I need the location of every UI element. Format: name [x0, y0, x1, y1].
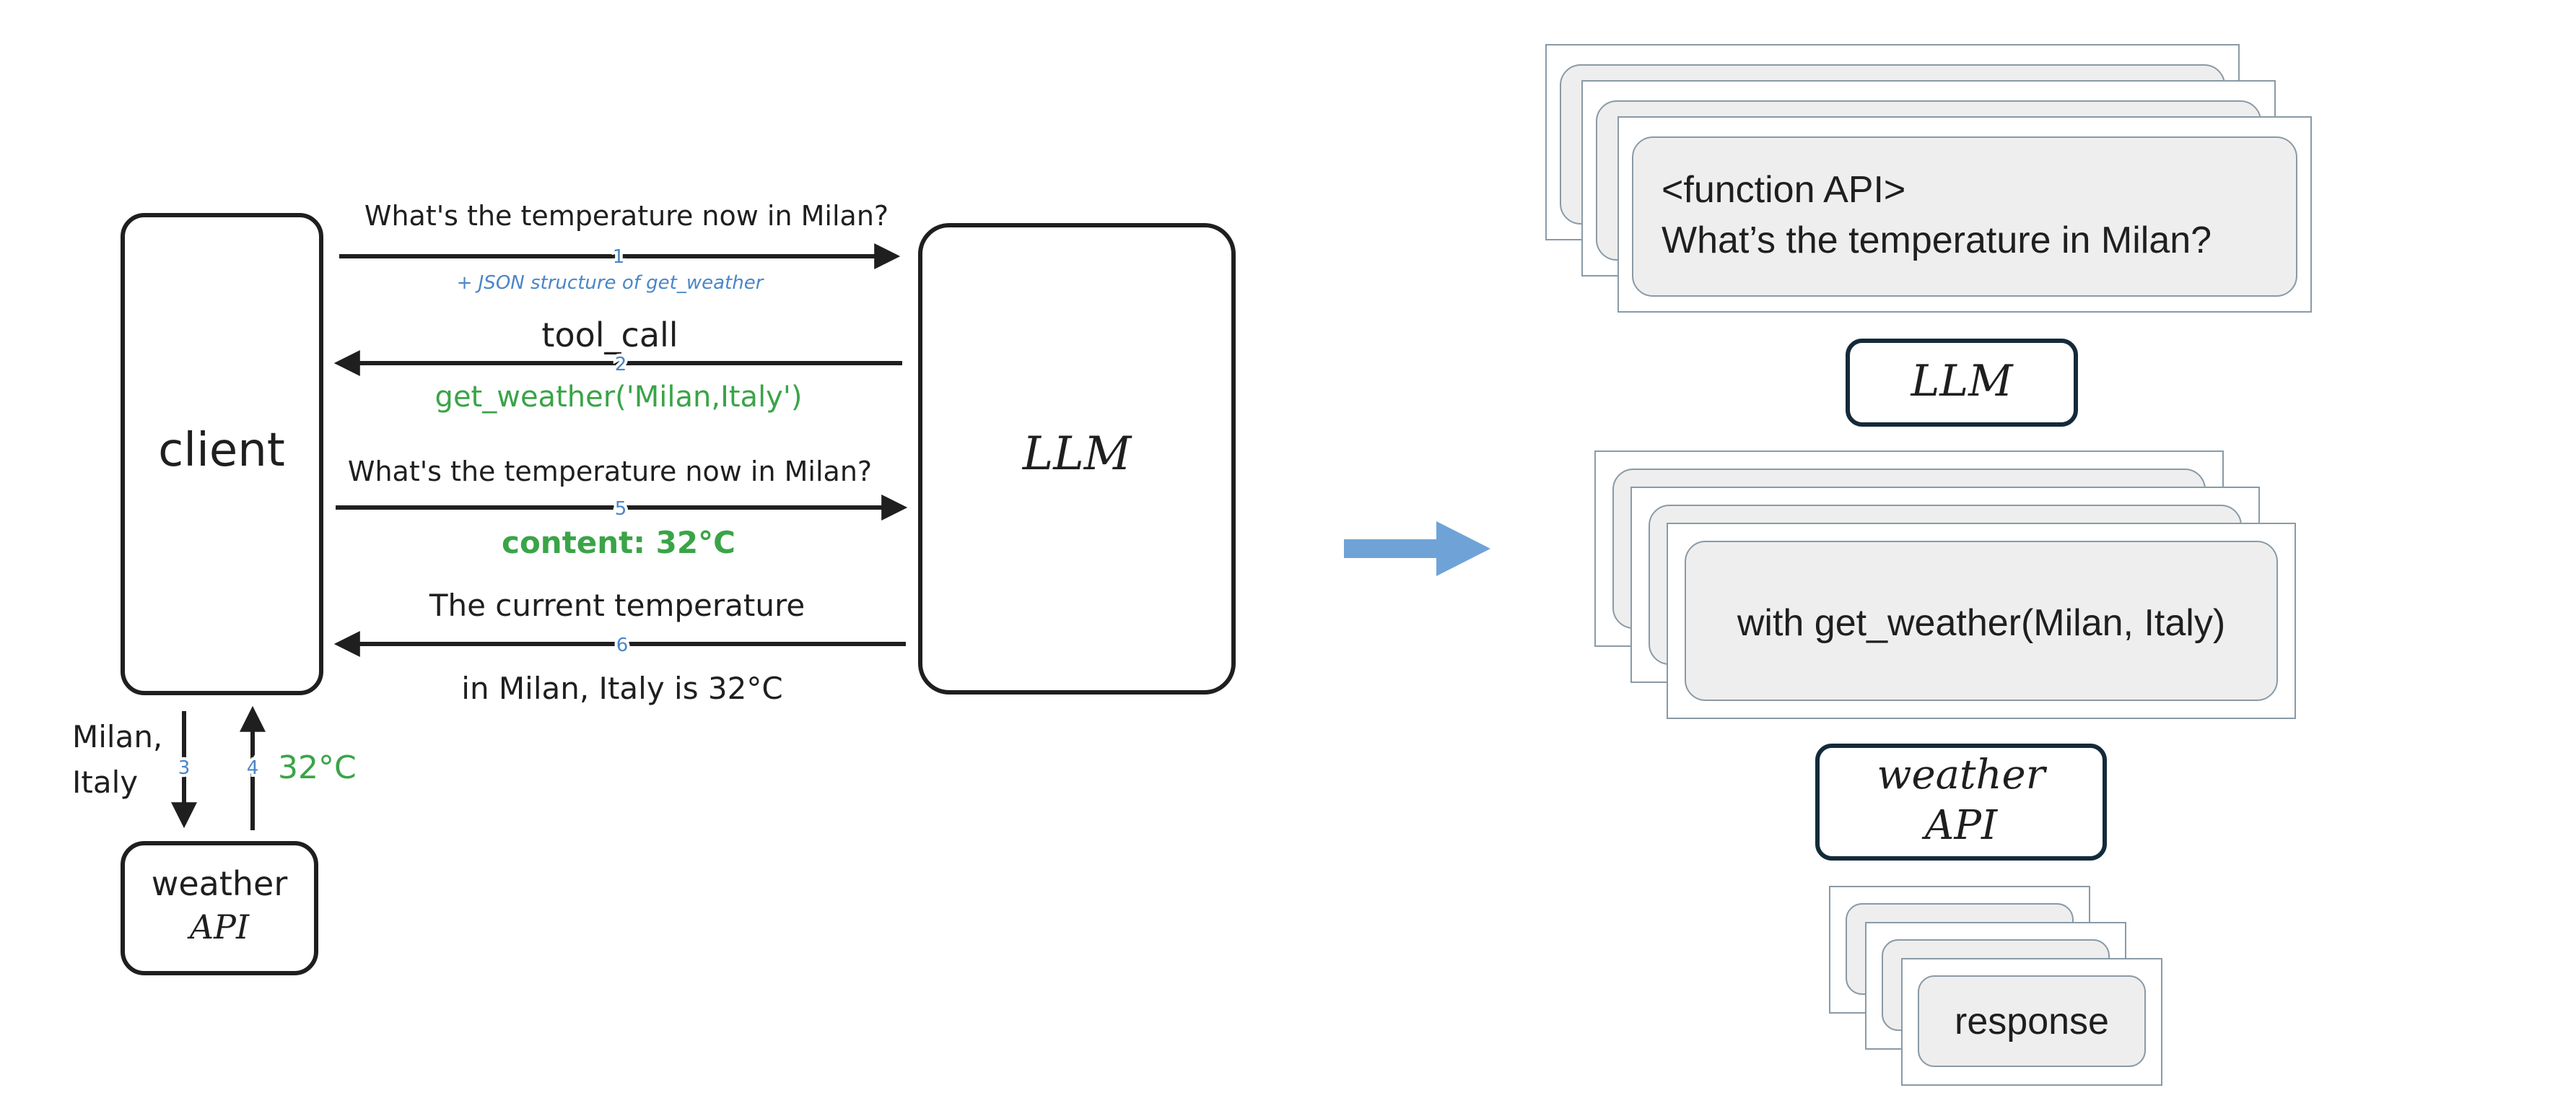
arrow-3: 3 Milan, Italy: [72, 711, 197, 829]
weather-api-node: weather API: [121, 841, 318, 975]
response-card-text: response: [1955, 1001, 2109, 1042]
left-sequence-diagram: client LLM weather API What's the temper…: [72, 200, 1236, 975]
prompt-card-stack: <function API> What’s the temperature in…: [1545, 44, 2312, 313]
llm-label: LLM: [1022, 427, 1132, 481]
prompt-card-line2: What’s the temperature in Milan?: [1662, 219, 2212, 261]
arrow-1-top-label: What's the temperature now in Milan?: [364, 200, 888, 232]
arrow-6-bottom-label: in Milan, Italy is 32°C: [461, 671, 782, 706]
response-card-stack: response: [1829, 886, 2162, 1086]
arrow-2: tool_call 2 get_weather('Milan,Italy'): [333, 315, 902, 414]
arrow-4-label: 32°C: [278, 749, 357, 786]
arrow-1-bottom-label: + JSON structure of get_weather: [457, 272, 765, 294]
call-card-text: with get_weather(Milan, Italy): [1737, 602, 2225, 644]
arrow-6-number: 6: [616, 635, 629, 656]
llm-box: LLM: [1846, 339, 2078, 427]
arrow-3-label-line2: Italy: [72, 765, 138, 800]
arrow-5-number: 5: [615, 498, 627, 520]
transition-arrow: [1344, 521, 1490, 576]
client-node: client: [121, 213, 323, 695]
prompt-card-line1: <function API>: [1662, 169, 1905, 211]
weather-api-label-line2: API: [187, 907, 250, 946]
right-pipeline-diagram: <function API> What’s the temperature in…: [1545, 44, 2312, 1086]
weather-api-box: weather API: [1815, 744, 2107, 861]
arrow-4-number: 4: [247, 757, 259, 779]
arrow-1-number: 1: [613, 246, 625, 268]
arrow-3-number: 3: [178, 757, 191, 779]
call-card-stack: with get_weather(Milan, Italy): [1594, 450, 2296, 719]
arrow-2-bottom-label: get_weather('Milan,Italy'): [435, 380, 803, 414]
arrow-6-top-label: The current temperature: [429, 588, 805, 623]
arrow-3-label-line1: Milan,: [72, 719, 162, 754]
arrow-4: 4 32°C: [240, 705, 357, 830]
weather-api-label-line1: weather: [152, 864, 288, 903]
client-label: client: [158, 424, 285, 477]
arrow-2-number: 2: [615, 354, 627, 375]
llm-box-label: LLM: [1910, 356, 2014, 406]
arrow-2-top-label: tool_call: [541, 315, 678, 354]
arrow-1: What's the temperature now in Milan? 1 +…: [339, 200, 901, 294]
weather-api-box-line2: API: [1921, 802, 1999, 849]
arrow-5: What's the temperature now in Milan? 5 c…: [336, 456, 908, 560]
arrow-5-top-label: What's the temperature now in Milan?: [348, 456, 872, 487]
arrow-5-bottom-label: content: 32°C: [502, 525, 735, 560]
llm-node: LLM: [918, 223, 1236, 695]
arrow-6: The current temperature 6 in Milan, Ital…: [333, 588, 906, 706]
weather-api-box-line1: weather: [1877, 752, 2048, 798]
